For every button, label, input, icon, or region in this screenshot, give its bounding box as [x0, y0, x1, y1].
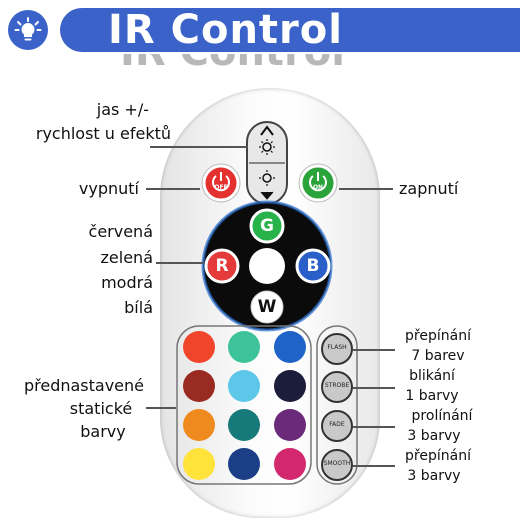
label-smooth-2: 3 barvy: [407, 468, 461, 484]
label-effect-speed: rychlost u efektů: [35, 124, 171, 143]
preset-color-button[interactable]: [274, 370, 306, 402]
label-preset-1: přednastavené: [23, 376, 145, 395]
blue-button[interactable]: [295, 248, 331, 284]
preset-color-button[interactable]: [228, 370, 260, 402]
label-on: zapnutí: [399, 179, 459, 198]
power-icon: [212, 175, 230, 192]
preset-color-button[interactable]: [183, 331, 215, 363]
header-icon-badge: [8, 10, 48, 50]
preset-color-button[interactable]: [183, 409, 215, 441]
label-flash-2: 7 barev: [411, 348, 465, 364]
strobe-label: STROBE: [324, 382, 350, 389]
fade-button[interactable]: [321, 410, 353, 442]
preset-color-button[interactable]: [228, 409, 260, 441]
preset-color-button[interactable]: [274, 448, 306, 480]
label-white: bílá: [124, 298, 153, 317]
smooth-label: SMOOTH: [323, 460, 351, 467]
label-blue: modrá: [101, 273, 153, 292]
label-fade-2: 3 barvy: [407, 428, 461, 444]
preset-color-button[interactable]: [228, 331, 260, 363]
label-preset-2: statické: [69, 399, 133, 418]
center-white-button[interactable]: [249, 248, 285, 284]
red-button[interactable]: [204, 248, 240, 284]
preset-color-button[interactable]: [183, 448, 215, 480]
leader-line-strobe: [353, 387, 395, 389]
blue-label: B: [306, 256, 320, 276]
flash-button[interactable]: [321, 333, 353, 365]
label-brightness: jas +/-: [96, 100, 149, 119]
preset-color-button[interactable]: [183, 370, 215, 402]
on-label: ON: [312, 184, 324, 191]
preset-color-button[interactable]: [274, 409, 306, 441]
preset-color-button[interactable]: [228, 448, 260, 480]
power-off-button[interactable]: [201, 163, 241, 203]
white-button[interactable]: [250, 290, 284, 324]
green-button[interactable]: [249, 208, 285, 244]
leader-line-presets: [146, 407, 176, 409]
leader-line-colors: [156, 262, 204, 264]
brightness-rocker[interactable]: [246, 121, 288, 205]
label-smooth-1: přepínání: [405, 448, 471, 464]
label-fade-1: prolínání: [411, 408, 473, 424]
preset-color-grid: [183, 331, 306, 480]
power-on-button[interactable]: [298, 163, 338, 203]
red-label: R: [215, 256, 229, 276]
smooth-button[interactable]: [321, 449, 353, 481]
label-preset-3: barvy: [80, 422, 126, 441]
fade-label: FADE: [329, 421, 345, 428]
leader-line-smooth: [353, 465, 395, 467]
leader-line-off: [146, 188, 200, 190]
power-icon: [309, 175, 327, 192]
white-label: W: [257, 297, 277, 317]
label-strobe-2: 1 barvy: [405, 388, 459, 404]
green-label: G: [260, 216, 274, 236]
label-strobe-1: blikání: [409, 368, 455, 384]
label-off: vypnutí: [78, 179, 139, 198]
leader-line-fade: [353, 426, 395, 428]
leader-line-on: [339, 188, 393, 190]
label-flash-1: přepínání: [405, 328, 471, 344]
leader-line-brightness-h: [150, 146, 248, 148]
label-green: zelená: [100, 248, 153, 267]
leader-line-flash: [353, 349, 395, 351]
lightbulb-icon: [14, 17, 42, 41]
label-red: červená: [88, 222, 153, 241]
flash-label: FLASH: [327, 344, 347, 351]
off-label: OFF: [214, 184, 228, 191]
header-bar: [60, 8, 520, 52]
header-title-shadow: IR Control: [120, 29, 345, 75]
strobe-button[interactable]: [321, 371, 353, 403]
page-title: IR Control: [108, 7, 343, 53]
preset-color-button[interactable]: [274, 331, 306, 363]
